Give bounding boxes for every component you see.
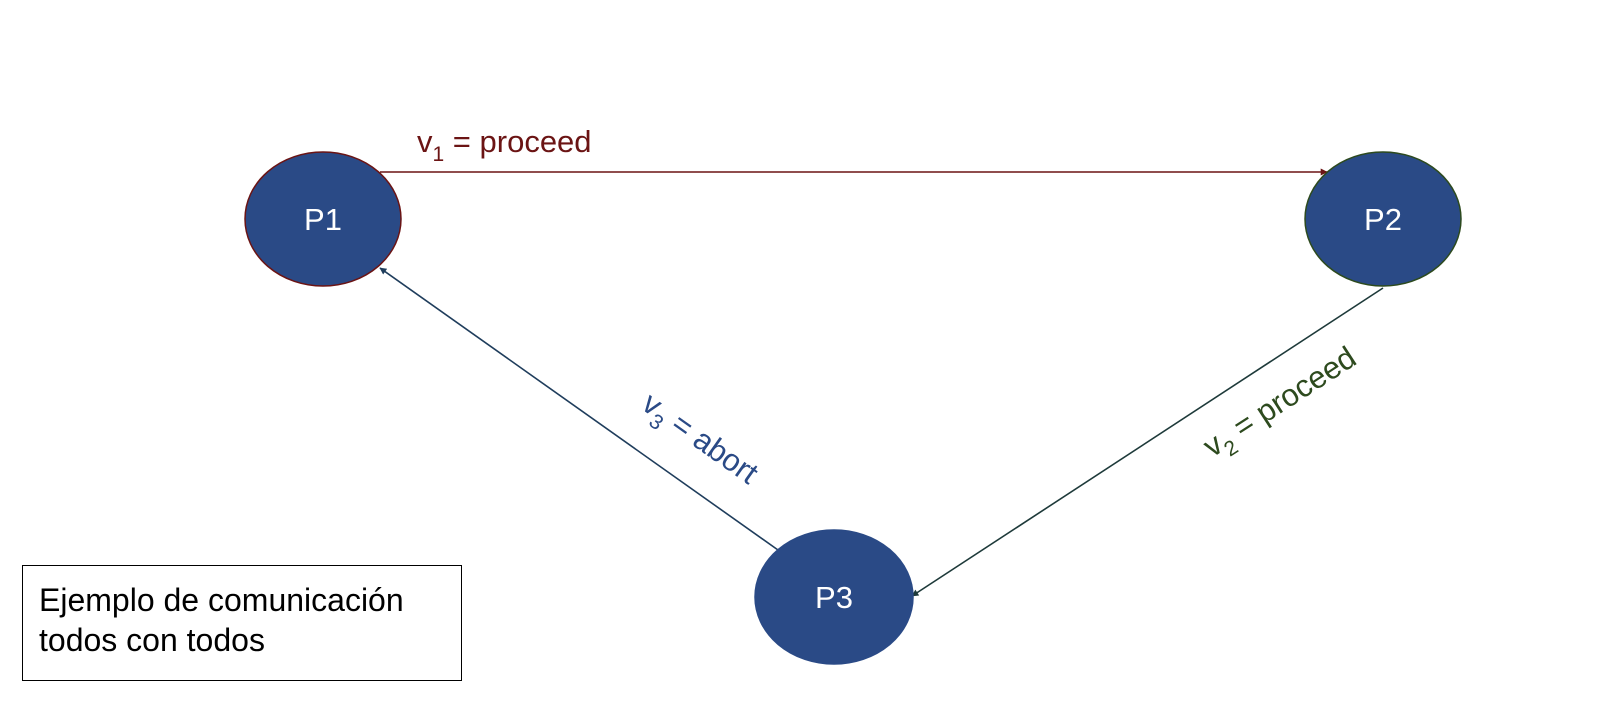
edge-p3-p1-label: v3 = abort <box>632 385 765 496</box>
edge-p2-p3-label: v2 = proceed <box>1197 339 1366 469</box>
node-p3: P3 <box>754 529 914 665</box>
caption-box: Ejemplo de comunicación todos con todos <box>22 565 462 681</box>
caption-line-2: todos con todos <box>39 622 265 658</box>
node-p1-circle <box>244 151 402 287</box>
edge-p2-p3-arrow <box>911 287 1384 597</box>
node-p2-circle <box>1304 151 1462 287</box>
edge-p1-p2-label: v1 = proceed <box>417 124 592 166</box>
node-p2: P2 <box>1304 151 1462 287</box>
node-p3-circle <box>754 529 914 665</box>
node-p3-label: P3 <box>815 580 853 615</box>
node-p2-label: P2 <box>1364 202 1402 237</box>
node-p1-label: P1 <box>304 202 342 237</box>
edge-p3-p1-arrow <box>379 267 779 551</box>
caption-line-1: Ejemplo de comunicación <box>39 582 404 618</box>
node-p1: P1 <box>244 151 402 287</box>
